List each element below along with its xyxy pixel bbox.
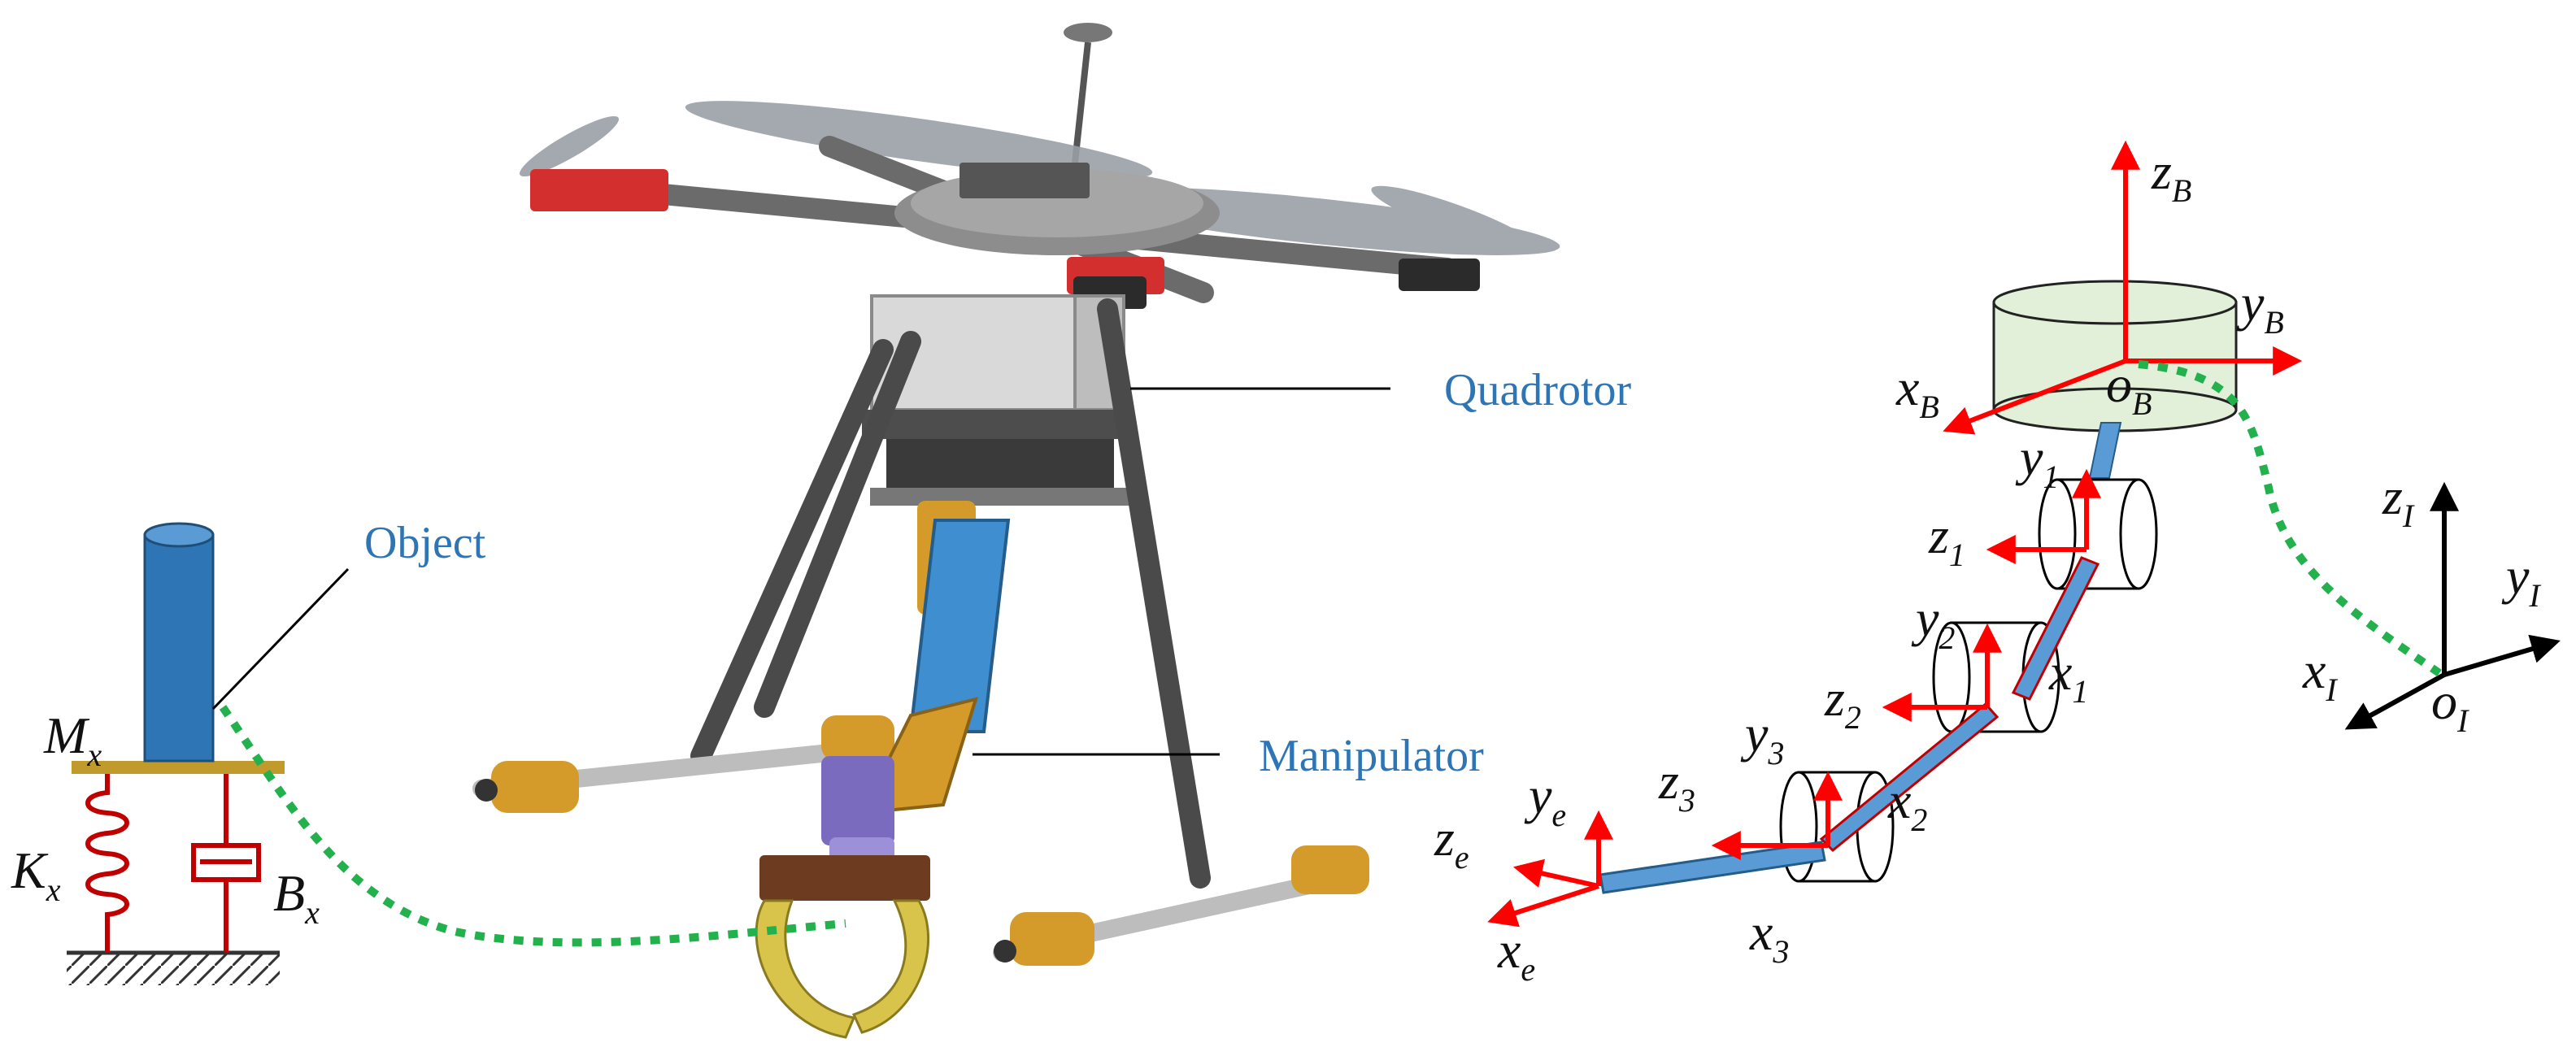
- object-label: Object: [364, 518, 486, 568]
- joint-1-y-label: y1: [2015, 428, 2059, 495]
- mass-symbol: Mx: [43, 706, 102, 773]
- object-system: Object Mx Kx Bx: [11, 518, 486, 985]
- kinematic-schematic: zB yB xB oB zI yI xI oI y1 z1 x1 y2 z2 x…: [1434, 140, 2561, 988]
- quadrotor-hub: [894, 163, 1220, 255]
- joint-3-frame: [1711, 771, 1843, 860]
- end-effector-y-label: ye: [1524, 767, 1566, 833]
- mass-plate: [72, 761, 285, 774]
- object-cylinder: [143, 522, 215, 763]
- end-effector-frame: [1487, 810, 1613, 928]
- body-z-label: zB: [2151, 142, 2191, 209]
- quadrotor-label: Quadrotor: [1444, 365, 1632, 415]
- gps-antenna: [1064, 23, 1112, 163]
- object-leader-line: [211, 567, 350, 711]
- gripper: [755, 855, 930, 1039]
- body-x-label: xB: [1895, 359, 1939, 425]
- joint-2-x-label: x2: [1887, 771, 1927, 838]
- joint-3-x-label: x3: [1749, 903, 1789, 970]
- landing-skids: [472, 715, 1369, 966]
- joint-2-frame: [1882, 623, 2002, 722]
- inertial-origin-label: oI: [2431, 672, 2469, 739]
- ground-hatch: [67, 953, 280, 985]
- joint-3-y-label: y3: [1740, 705, 1784, 771]
- object-to-gripper-dotted-path: [219, 705, 846, 947]
- manipulator-render: [821, 501, 1011, 878]
- end-effector-x-label: xe: [1497, 921, 1535, 988]
- damper: [191, 771, 261, 953]
- joint-2-z-label: z2: [1824, 669, 1861, 736]
- end-effector-z-label: ze: [1434, 809, 1469, 876]
- joint-1-x-label: x1: [2048, 643, 2088, 710]
- joint-3-z-label: z3: [1658, 752, 1695, 819]
- manipulator-label: Manipulator: [1259, 731, 1484, 781]
- damping-symbol: Bx: [273, 864, 320, 931]
- body-to-inertial-dotted-path: [2138, 360, 2442, 677]
- inertial-x-label: xI: [2302, 641, 2338, 708]
- body-frame: [1943, 140, 2303, 435]
- inertial-frame: [2344, 481, 2561, 730]
- inertial-z-label: zI: [2382, 467, 2415, 534]
- joint-1-frame: [1986, 468, 2101, 564]
- stiffness-symbol: Kx: [11, 841, 61, 908]
- inertial-y-label: yI: [2501, 547, 2541, 614]
- joint-1-cylinder: [2038, 478, 2158, 590]
- body-y-label: yB: [2236, 274, 2284, 341]
- spring: [85, 771, 129, 953]
- joint-2-y-label: y2: [1911, 589, 1955, 656]
- motors: [530, 169, 1480, 309]
- aerial-manipulator-illustration: Quadrotor Manipulator: [472, 23, 1632, 1039]
- joint-1-z-label: z1: [1928, 506, 1965, 573]
- electronics-box: [862, 294, 1130, 506]
- body-cylinder: [1992, 280, 2238, 432]
- arm-links: [1599, 556, 2100, 894]
- link-0: [2088, 422, 2122, 479]
- landing-legs: [690, 298, 1211, 889]
- body-origin-label: oB: [2106, 355, 2152, 422]
